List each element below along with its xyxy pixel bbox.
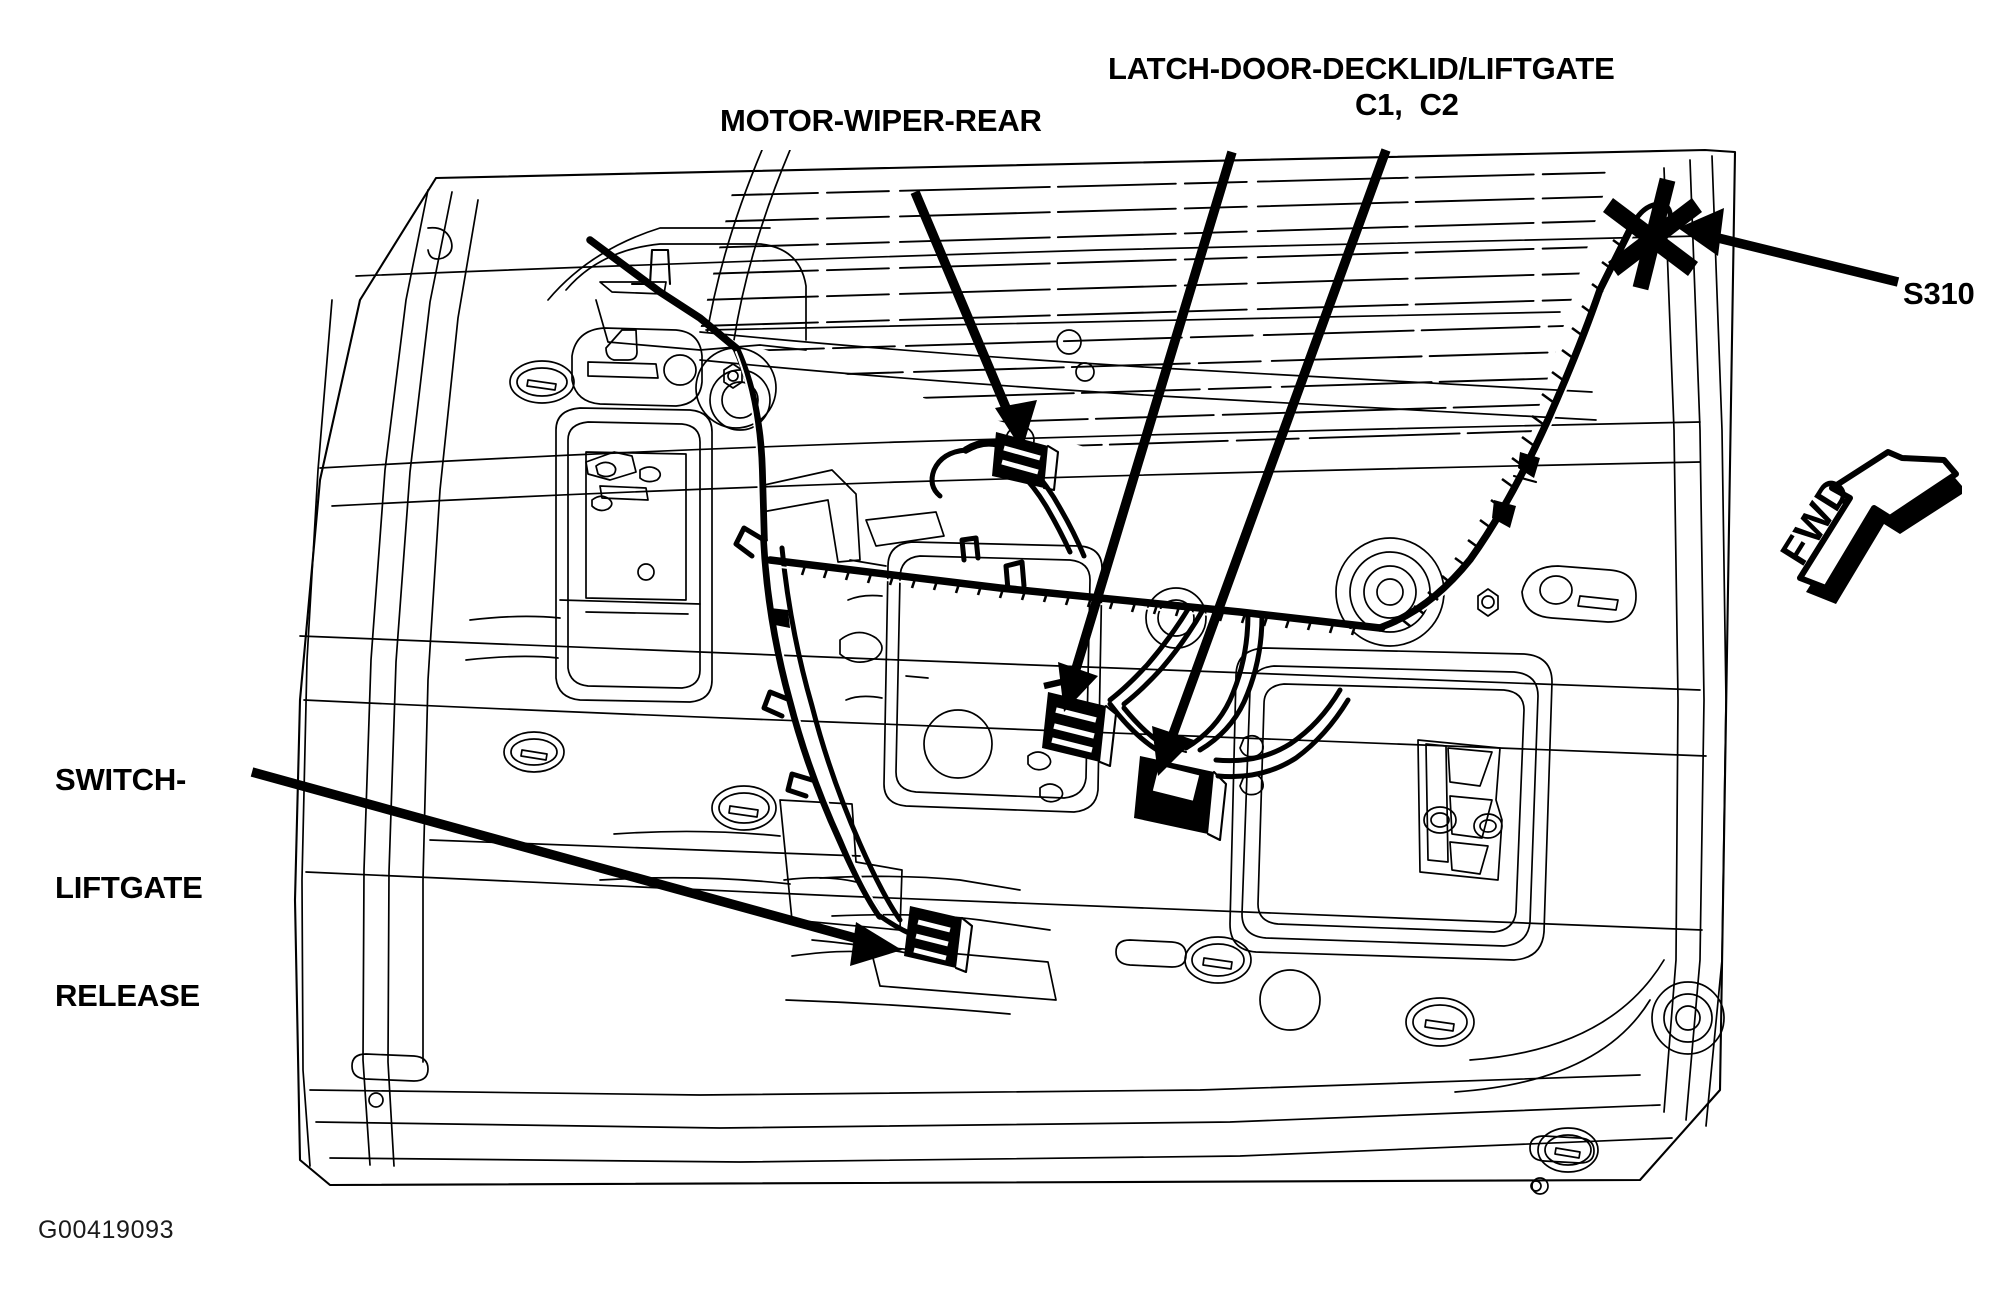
- callout-line-1: SWITCH-: [55, 761, 187, 797]
- callout-label-latch-door-decklid-liftgate: LATCH-DOOR-DECKLID/LIFTGATE: [1108, 51, 1615, 86]
- fwd-orientation-arrow: FWD: [1772, 449, 1962, 604]
- connector-latch-c1: [1134, 746, 1228, 842]
- upper-hinge-structure: [547, 227, 807, 361]
- figure-id-code: G00419093: [38, 1216, 175, 1244]
- liftgate-outer-panel: [293, 148, 1737, 1187]
- callout-label-motor-wiper-rear: MOTOR-WIPER-REAR: [720, 103, 1042, 138]
- callout-label-splice-s310: S310: [1903, 276, 1975, 311]
- callout-line-3: RELEASE: [55, 977, 201, 1013]
- splice-marker-s310: [1603, 177, 1702, 291]
- connector-latch-c2: [1042, 676, 1118, 768]
- rear-window-defroster-grid: [700, 150, 1617, 457]
- panel-structure-bands: [299, 235, 1707, 1015]
- callout-label-latch-connectors: C1, C2: [1355, 87, 1459, 122]
- panel-features: [555, 327, 1553, 961]
- callout-label-switch-liftgate-release: SWITCH- LIFTGATE RELEASE: [55, 690, 203, 1085]
- callout-line-2: LIFTGATE: [55, 869, 203, 905]
- connector-liftgate-release-switch: [904, 906, 974, 974]
- leader-lines: [250, 148, 1900, 966]
- connector-wiper-motor: [992, 432, 1060, 492]
